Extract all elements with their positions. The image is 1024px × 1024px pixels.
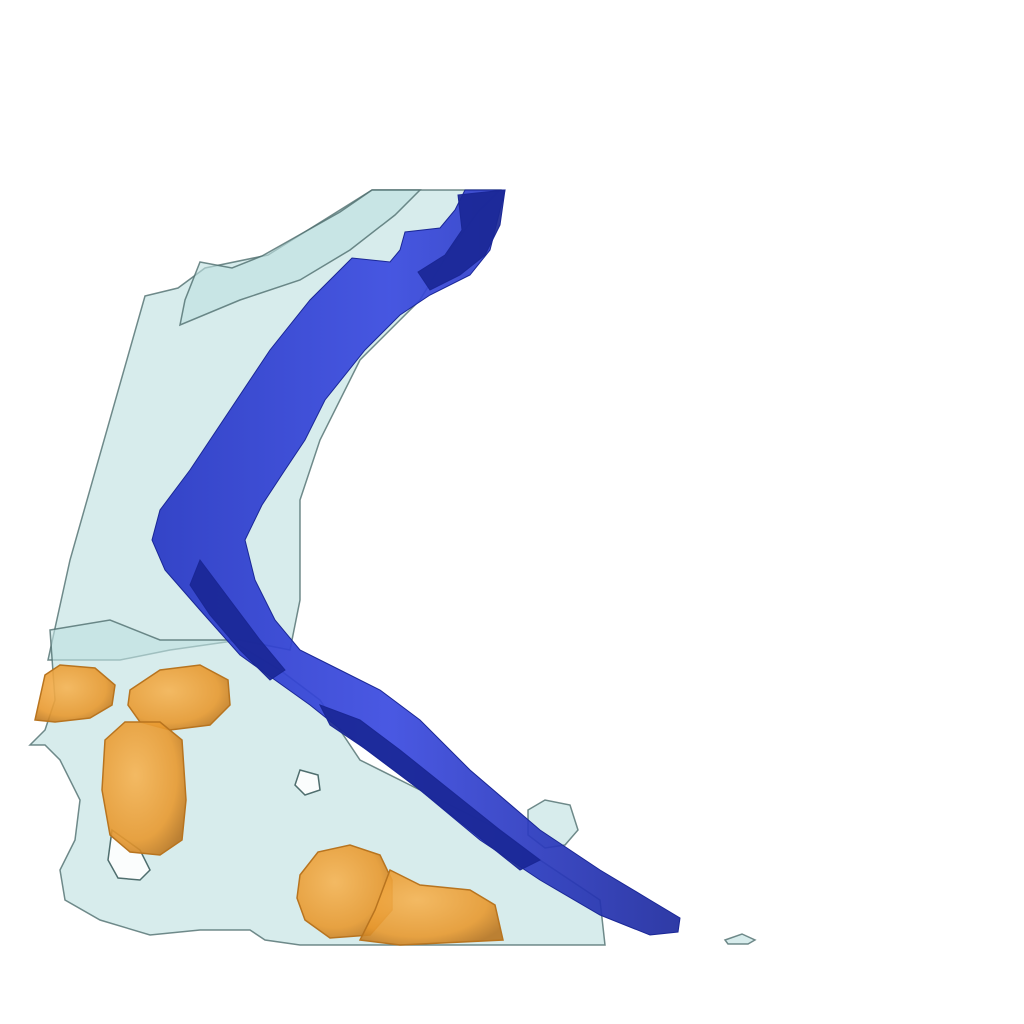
tissue-top-flap	[178, 189, 422, 327]
orange-vertical-blob	[101, 721, 187, 856]
tissue-small-fragment	[723, 933, 757, 945]
orange-left-blob	[34, 664, 116, 723]
blue-structure	[151, 189, 681, 936]
blue-upper-cap	[417, 189, 506, 291]
blue-shadow-fold	[189, 558, 286, 681]
orange-bottom-flat	[358, 868, 504, 946]
orange-center-blob	[127, 664, 231, 731]
blue-lower-ridge	[318, 704, 541, 871]
blue-main-body	[151, 189, 681, 936]
tissue-inner-hollow-2	[294, 769, 321, 796]
orange-structures	[34, 664, 504, 946]
